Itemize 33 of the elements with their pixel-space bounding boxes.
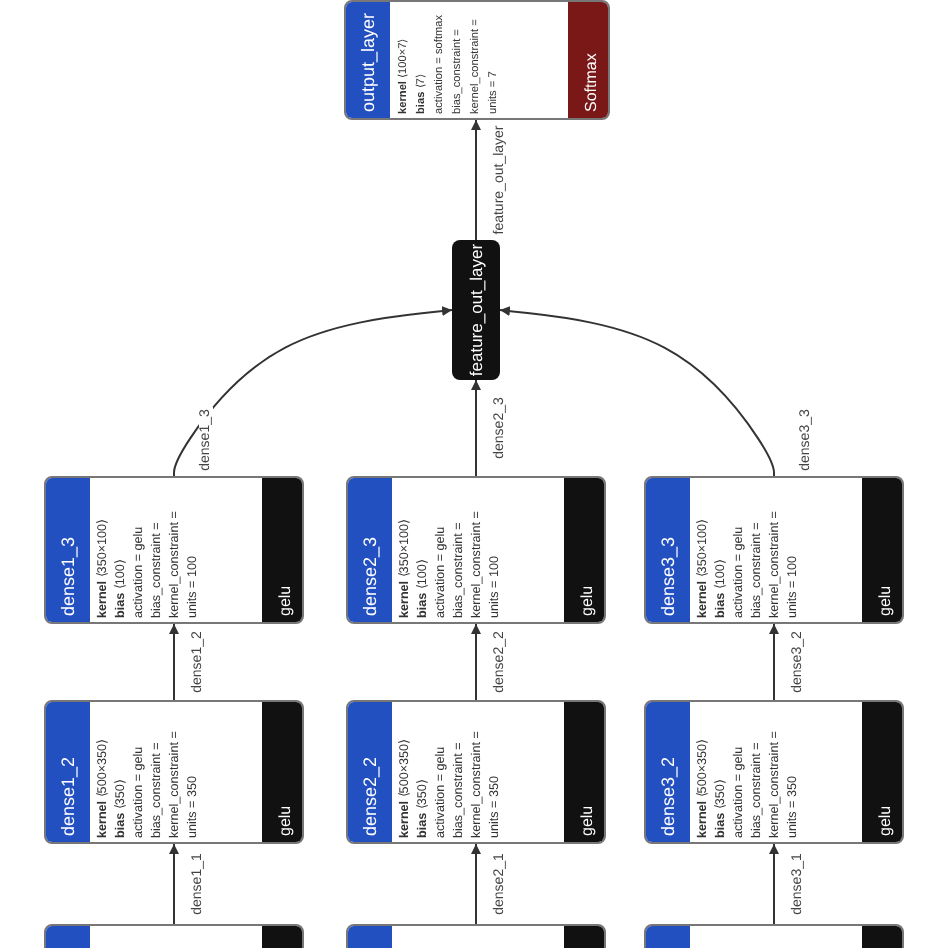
arrow: [769, 623, 779, 701]
arrow: [499, 306, 775, 477]
layer-box: [644, 700, 904, 844]
arrow: [173, 306, 453, 477]
activation-label: gelu: [275, 805, 293, 836]
activation-label: gelu: [875, 805, 893, 836]
layer-box: [644, 476, 904, 624]
layer-name: dense1_3: [58, 536, 78, 616]
activation-label: gelu: [577, 585, 595, 616]
activation-label: gelu: [275, 585, 293, 616]
arrow: [169, 843, 179, 925]
layer-box: [344, 0, 610, 120]
activation-label: gelu: [577, 805, 595, 836]
arrow: [471, 119, 481, 241]
activation-label: Softmax: [581, 53, 599, 112]
layer-name: dense2_2: [360, 756, 380, 836]
layer-name: dense3_2: [658, 756, 678, 836]
layer-box: [44, 476, 304, 624]
layer-box: [346, 700, 606, 844]
layer-name: feature_out_layer: [466, 243, 486, 377]
activation-label: gelu: [875, 585, 893, 616]
layer-box: [346, 476, 606, 624]
layer-name: output_layer: [358, 12, 378, 112]
arrow: [769, 843, 779, 925]
layer-name: dense3_3: [658, 536, 678, 616]
arrow: [471, 843, 481, 925]
arrow: [169, 623, 179, 701]
layer-name: dense2_3: [360, 536, 380, 616]
arrow: [471, 379, 481, 477]
layer-box: [452, 240, 500, 380]
layer-box: [44, 700, 304, 844]
arrow: [471, 623, 481, 701]
layer-name: dense1_2: [58, 756, 78, 836]
